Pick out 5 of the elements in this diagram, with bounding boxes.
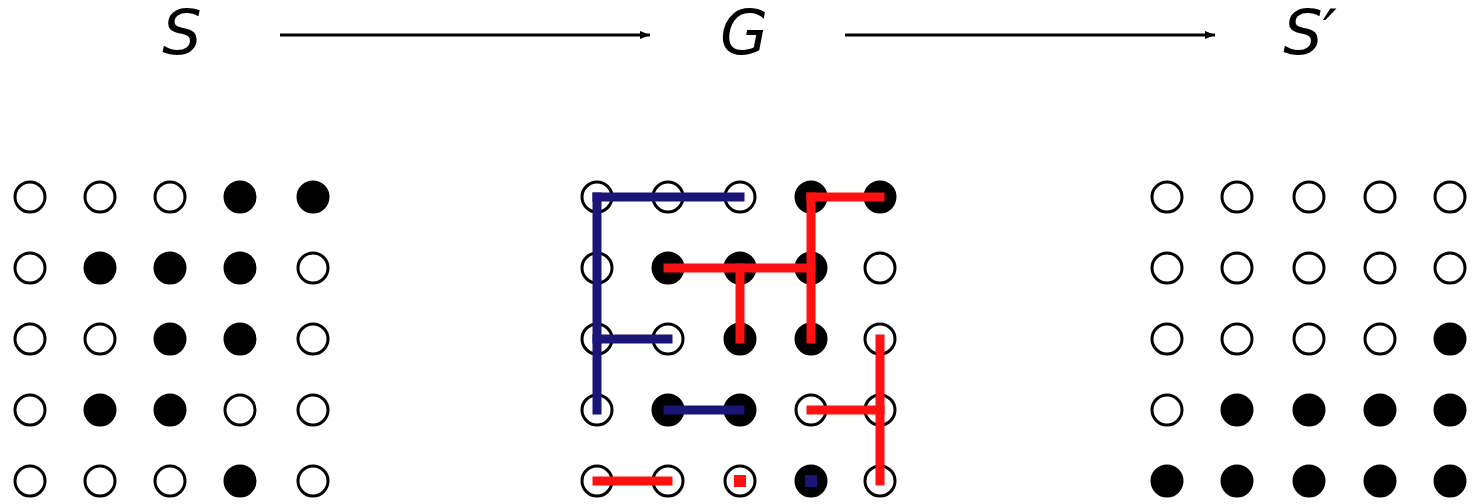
state-label: S′ [1283,2,1337,64]
state-label: S [162,2,202,64]
arrow [280,31,650,39]
state-label: G [720,2,768,64]
arrow [845,31,1215,39]
